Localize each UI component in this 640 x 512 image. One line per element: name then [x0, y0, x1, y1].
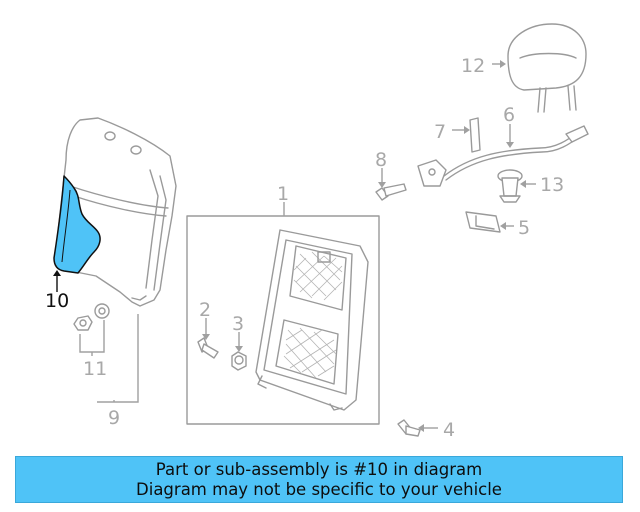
callout-11: 11 — [83, 358, 107, 380]
part-13-guide[interactable] — [497, 169, 523, 203]
info-banner: Part or sub-assembly is #10 in diagram D… — [15, 456, 623, 503]
callout-5: 5 — [518, 217, 530, 239]
part-10-side-cover[interactable] — [53, 175, 101, 274]
callout-12: 12 — [461, 55, 485, 77]
part-7-bracket[interactable] — [469, 117, 481, 153]
callout-1: 1 — [277, 183, 289, 205]
callout-9: 9 — [108, 407, 120, 429]
callout-2: 2 — [199, 299, 211, 321]
callout-10: 10 — [45, 290, 69, 312]
part-8-bolt[interactable] — [375, 183, 407, 201]
banner-line-1: Part or sub-assembly is #10 in diagram — [155, 459, 483, 479]
part-1-frame-box — [186, 215, 380, 425]
part-3-nut[interactable] — [231, 351, 247, 371]
part-4-bolt[interactable] — [397, 419, 421, 437]
callout-13: 13 — [540, 174, 564, 196]
banner-line-2: Diagram may not be specific to your vehi… — [136, 479, 502, 499]
callout-3: 3 — [232, 313, 244, 335]
callout-8: 8 — [375, 149, 387, 171]
part-1-seat-frame[interactable] — [255, 229, 369, 411]
callout-4: 4 — [443, 419, 455, 441]
part-2-bolt[interactable] — [197, 337, 219, 359]
part-11-fasteners[interactable] — [73, 303, 110, 331]
part-5-switch[interactable] — [465, 211, 501, 233]
part-12-headrest[interactable] — [507, 23, 587, 113]
part-6-release-cable[interactable] — [417, 125, 589, 187]
callout-7: 7 — [434, 121, 446, 143]
callout-6: 6 — [503, 104, 515, 126]
